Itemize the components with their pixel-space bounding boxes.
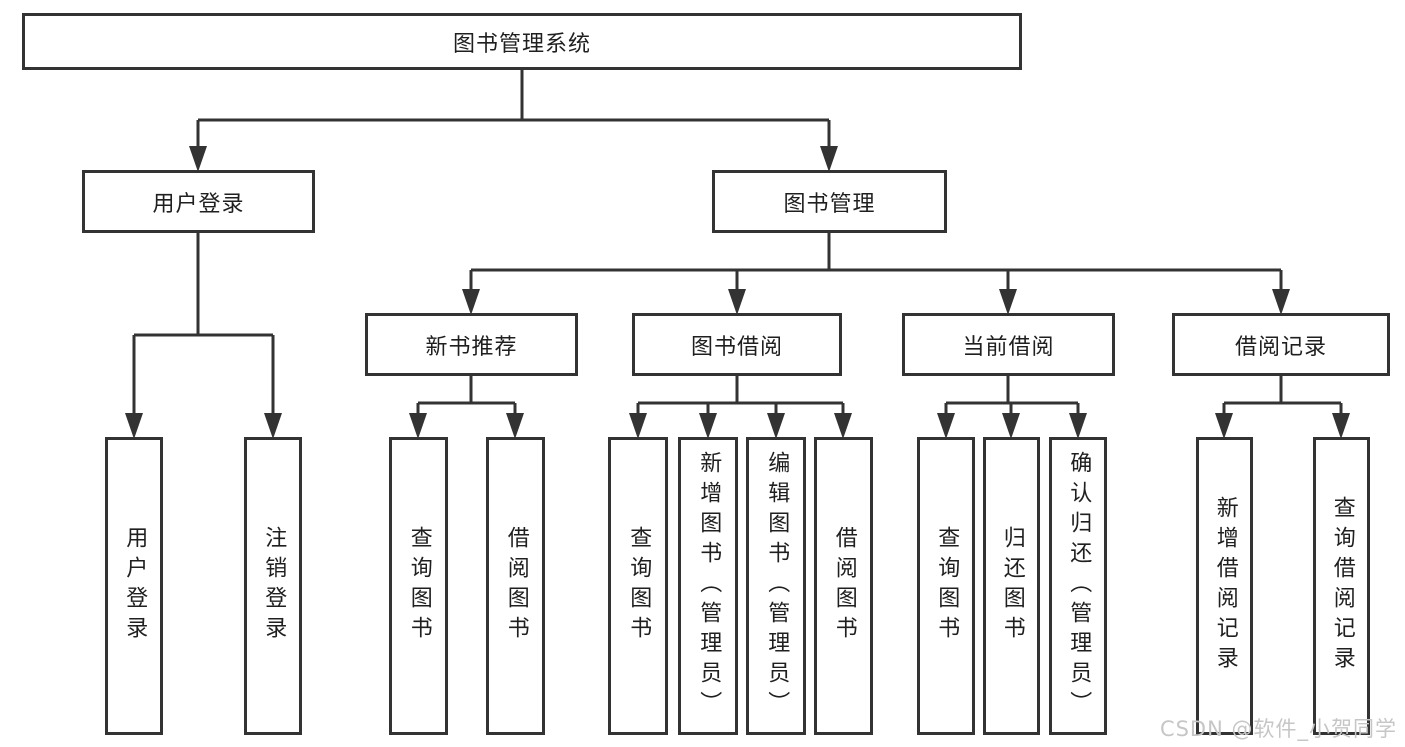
csdn-watermark: CSDN @软件_小贺同学: [1159, 717, 1397, 741]
node-user-login-group: 用户登录: [82, 170, 315, 233]
node-new-book-recommendation-label: 新书推荐: [425, 334, 518, 360]
node-borrowing-records: 借阅记录: [1172, 313, 1390, 376]
leaf-add-borrow-record-label: 新增借阅记录: [1212, 496, 1238, 676]
node-book-management: 图书管理: [712, 170, 947, 233]
leaf-newbook-borrow-books-label: 借阅图书: [503, 526, 529, 646]
leaf-confirm-return-admin-label: 确认归还（管理员）: [1066, 451, 1092, 721]
leaf-newbook-borrow-books: 借阅图书: [486, 437, 545, 735]
leaf-current-query-books-label: 查询图书: [934, 526, 960, 646]
node-current-borrowing-label: 当前借阅: [962, 334, 1055, 360]
leaf-current-query-books: 查询图书: [917, 437, 975, 735]
leaf-add-books-admin: 新增图书（管理员）: [678, 437, 738, 735]
leaf-query-borrow-record: 查询借阅记录: [1313, 437, 1370, 735]
leaf-borrowing-borrow-books: 借阅图书: [814, 437, 873, 735]
leaf-user-login: 用户登录: [105, 437, 163, 735]
leaf-logout: 注销登录: [244, 437, 302, 735]
leaf-edit-books-admin: 编辑图书（管理员）: [746, 437, 806, 735]
leaf-newbook-query-books: 查询图书: [389, 437, 448, 735]
node-new-book-recommendation: 新书推荐: [365, 313, 578, 376]
node-root-label: 图书管理系统: [452, 31, 591, 57]
leaf-borrowing-borrow-books-label: 借阅图书: [831, 526, 857, 646]
node-book-borrowing: 图书借阅: [632, 313, 842, 376]
leaf-newbook-query-books-label: 查询图书: [406, 526, 432, 646]
node-user-login-group-label: 用户登录: [152, 191, 245, 217]
node-root: 图书管理系统: [22, 13, 1022, 70]
leaf-query-borrow-record-label: 查询借阅记录: [1329, 496, 1355, 676]
leaf-confirm-return-admin: 确认归还（管理员）: [1049, 437, 1107, 735]
leaf-add-books-admin-label: 新增图书（管理员）: [696, 451, 722, 721]
node-borrowing-records-label: 借阅记录: [1234, 334, 1327, 360]
leaf-add-borrow-record: 新增借阅记录: [1196, 437, 1253, 735]
leaf-borrowing-query-books-label: 查询图书: [626, 526, 652, 646]
node-current-borrowing: 当前借阅: [902, 313, 1115, 376]
leaf-edit-books-admin-label: 编辑图书（管理员）: [764, 451, 790, 721]
leaf-return-books-label: 归还图书: [999, 526, 1025, 646]
leaf-user-login-label: 用户登录: [122, 526, 148, 646]
leaf-return-books: 归还图书: [983, 437, 1040, 735]
node-book-management-label: 图书管理: [783, 191, 876, 217]
leaf-borrowing-query-books: 查询图书: [608, 437, 668, 735]
leaf-logout-label: 注销登录: [261, 526, 287, 646]
node-book-borrowing-label: 图书借阅: [690, 334, 783, 360]
